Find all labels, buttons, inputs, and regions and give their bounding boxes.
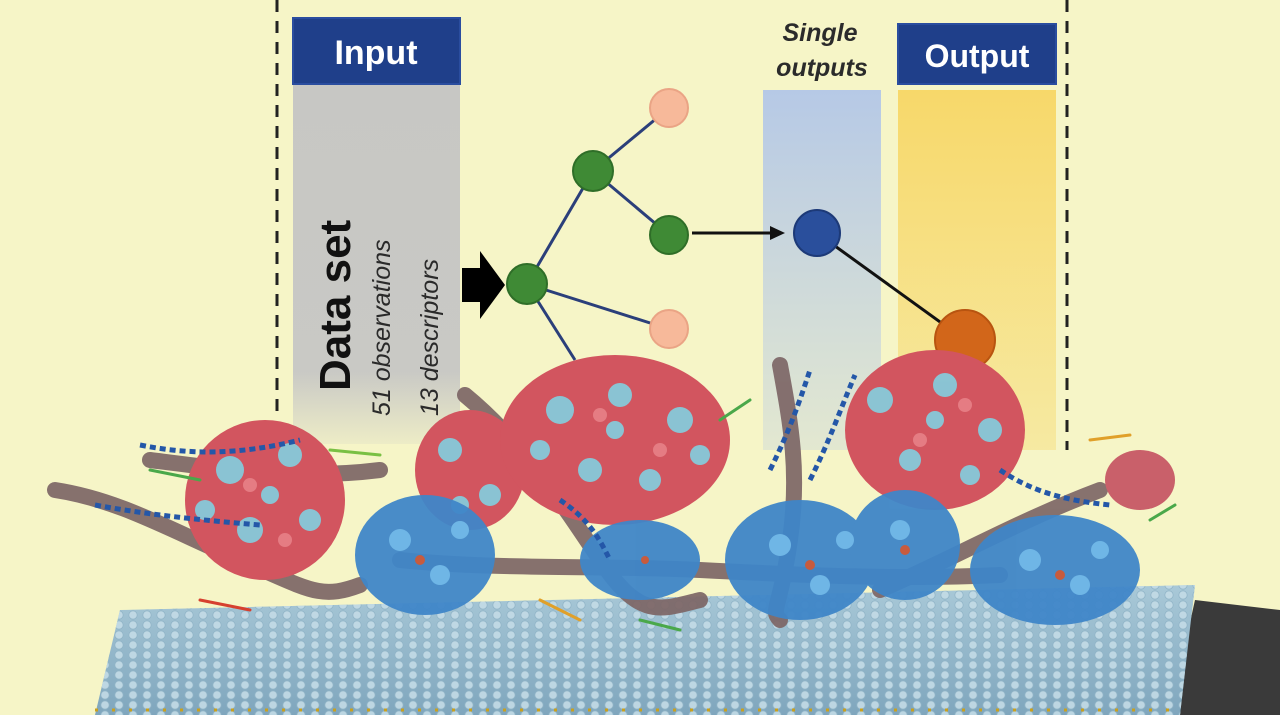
dataset-descriptors: 13 descriptors	[416, 259, 444, 416]
input-header: Input	[334, 34, 417, 72]
branch-node-2	[649, 215, 689, 255]
leaf-node-top	[649, 88, 689, 128]
dataset-observations: 51 observations	[368, 239, 396, 416]
single-output-node	[793, 209, 841, 257]
input-column: Input Data set 51 observations 13 descri…	[292, 17, 461, 444]
single-outputs-line2: outputs	[776, 54, 868, 82]
substrate-surface	[95, 585, 1280, 715]
dataset-title: Data set	[311, 219, 360, 391]
arrow-head	[770, 226, 785, 240]
input-arrow	[462, 251, 505, 319]
protein-assembly	[47, 350, 1177, 632]
single-outputs-line1: Single	[782, 19, 857, 47]
leaf-node-bottom	[649, 309, 689, 349]
output-header: Output	[925, 38, 1030, 74]
root-node	[506, 263, 548, 305]
branch-node	[572, 150, 614, 192]
